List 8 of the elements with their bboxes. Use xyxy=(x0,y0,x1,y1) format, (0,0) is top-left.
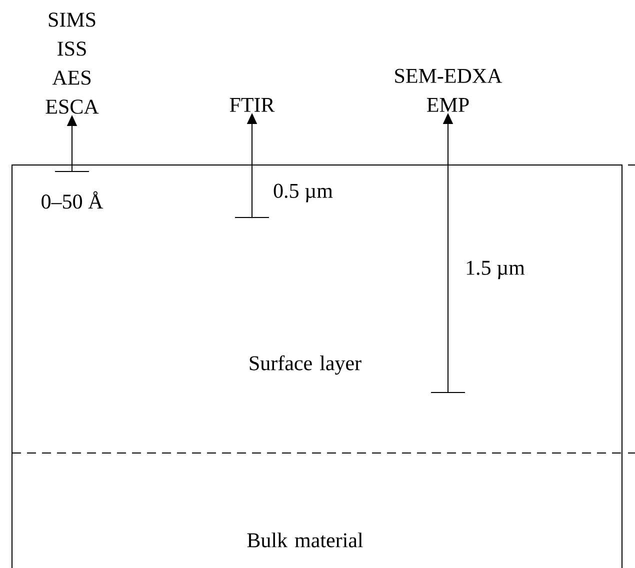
depth-label: 1.5 µm xyxy=(466,260,525,280)
technique-label: SIMS ISS AES ESCA xyxy=(46,12,99,114)
technique-label: FTIR xyxy=(230,98,275,112)
layer-label: Bulk material xyxy=(247,532,363,548)
depth-label: 0–50 Å xyxy=(42,191,104,209)
layer-label: Surface layer xyxy=(250,355,362,375)
technique-label: SEM-EDXA EMP xyxy=(395,68,502,112)
depth-label: 0.5 µm xyxy=(274,184,333,202)
